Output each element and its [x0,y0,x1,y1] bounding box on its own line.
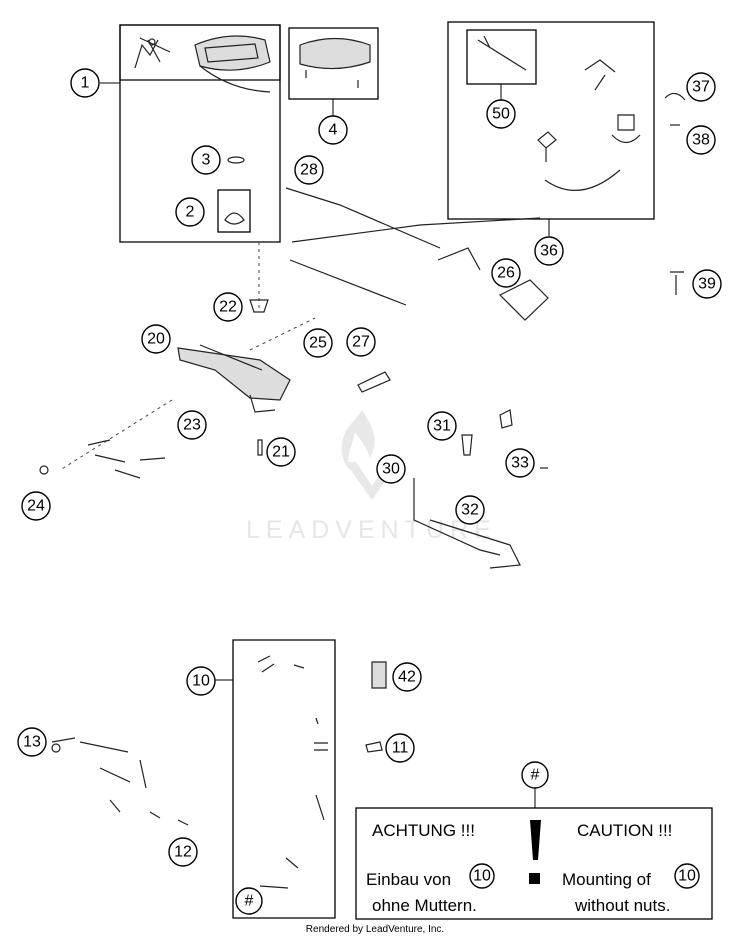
callout-39: 39 [692,269,722,299]
callout-24: 24 [21,491,51,521]
callout-20: 20 [141,324,171,354]
english-line-2: without nuts. [574,896,670,915]
svg-text:24: 24 [27,498,45,515]
svg-text:26: 26 [497,265,515,282]
callout-28: 28 [294,155,324,185]
callout-27: 27 [346,327,376,357]
dashboard-display-part [194,35,271,93]
group-box-36 [447,21,655,236]
note-ref-10-german: 10 [469,863,495,889]
svg-text:21: 21 [272,444,290,461]
callout-hash-note: # [521,761,549,789]
part-2-box [217,189,251,233]
callout-50: 50 [486,99,516,129]
german-heading: ACHTUNG !!! [372,821,475,840]
o-ring-part [227,156,245,164]
svg-text:3: 3 [202,152,211,169]
callout-11: 11 [385,733,415,763]
svg-text:31: 31 [433,418,451,435]
svg-text:2: 2 [186,204,195,221]
svg-text:#: # [531,767,540,784]
callout-37: 37 [686,72,716,102]
callout-3: 3 [191,145,221,175]
callout-36: 36 [534,236,564,266]
callout-hash-box: # [235,887,263,915]
callout-22: 22 [213,292,243,322]
svg-text:22: 22 [219,299,237,316]
bracket-part [224,212,245,225]
svg-text:42: 42 [398,669,416,686]
callout-30: 30 [376,454,406,484]
svg-text:32: 32 [461,502,479,519]
svg-text:27: 27 [352,334,370,351]
callout-33: 33 [505,448,535,478]
svg-text:38: 38 [692,132,710,149]
group-box-4 [288,27,379,116]
svg-text:12: 12 [174,844,192,861]
leadventure-watermark: LEADVENTURE [246,410,497,544]
group-box-10 [215,639,336,919]
svg-text:#: # [245,893,254,910]
callout-1: 1 [70,68,100,98]
footer-credit: Rendered by LeadVenture, Inc. [306,924,444,935]
german-line-1: Einbau von [366,870,451,889]
note-ref-10-english: 10 [674,863,700,889]
svg-text:25: 25 [309,335,327,352]
callout-25: 25 [303,328,333,358]
svg-text:33: 33 [511,455,529,472]
group-box-1 [100,24,281,243]
svg-text:30: 30 [382,461,400,478]
wiring-harness-part [134,37,171,69]
handlebar-assembly-sketch [39,92,686,826]
exclamation-icon [530,820,541,860]
svg-text:20: 20 [147,331,165,348]
svg-text:11: 11 [392,740,409,757]
callout-32: 32 [455,495,485,525]
svg-text:10: 10 [192,673,210,690]
caution-note-box: ACHTUNG !!! CAUTION !!! Einbau von ohne … [355,788,713,920]
svg-text:10: 10 [473,868,491,885]
callout-21: 21 [266,437,296,467]
svg-text:39: 39 [698,276,716,293]
svg-text:28: 28 [300,162,318,179]
svg-text:50: 50 [492,106,510,123]
callout-38: 38 [686,125,716,155]
svg-text:36: 36 [540,243,558,260]
callout-2: 2 [175,197,205,227]
svg-text:23: 23 [183,417,201,434]
english-heading: CAUTION !!! [577,821,672,840]
german-line-2: ohne Muttern. [372,896,477,915]
svg-text:1: 1 [81,75,90,92]
svg-text:4: 4 [329,122,338,139]
svg-text:13: 13 [23,734,41,751]
callout-4: 4 [318,115,348,145]
english-line-1: Mounting of [562,870,651,889]
callout-26: 26 [491,258,521,288]
callout-13: 13 [17,727,47,757]
callout-12: 12 [168,837,198,867]
callout-23: 23 [177,410,207,440]
svg-text:37: 37 [692,79,710,96]
callout-42: 42 [392,662,422,692]
callout-31: 31 [427,411,457,441]
callout-10: 10 [186,666,216,696]
watermark-text: LEADVENTURE [246,516,497,544]
svg-text:10: 10 [678,868,696,885]
